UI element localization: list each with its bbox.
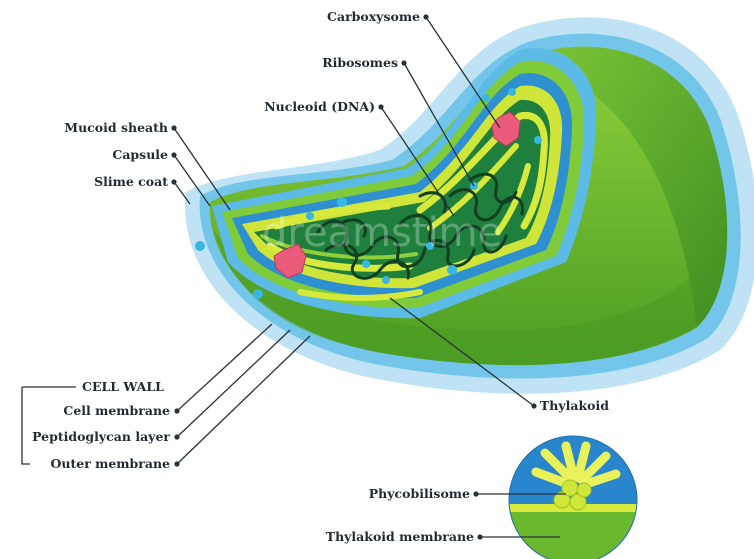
label-ribosomes-text: Ribosomes — [322, 55, 398, 70]
label-carboxysome-text: Carboxysome — [327, 9, 420, 24]
label-thylakoid-text: Thylakoid — [540, 398, 609, 413]
label-peptidoglycan-text: Peptidoglycan layer — [32, 429, 170, 444]
label-outer-membrane-text: Outer membrane — [50, 456, 170, 471]
label-cell-wall-text: CELL WALL — [82, 379, 164, 394]
label-cell-membrane-text: Cell membrane — [63, 403, 170, 418]
watermark: dreamstime — [262, 210, 502, 256]
label-slime-coat: Slime coat — [94, 174, 190, 204]
label-phycobilisome-text: Phycobilisome — [369, 486, 470, 501]
label-slime-coat-text: Slime coat — [94, 174, 168, 189]
label-nucleoid-text: Nucleoid (DNA) — [264, 99, 375, 114]
label-capsule-text: Capsule — [112, 147, 168, 162]
label-thylakoid-membrane-text: Thylakoid membrane — [326, 529, 474, 544]
bacterium-cell: dreamstime — [185, 17, 754, 393]
cell-wall-group: CELL WALL Cell membrane Peptidoglycan la… — [22, 324, 310, 471]
thylakoid-inset — [500, 436, 650, 559]
label-mucoid-sheath-text: Mucoid sheath — [64, 120, 168, 135]
